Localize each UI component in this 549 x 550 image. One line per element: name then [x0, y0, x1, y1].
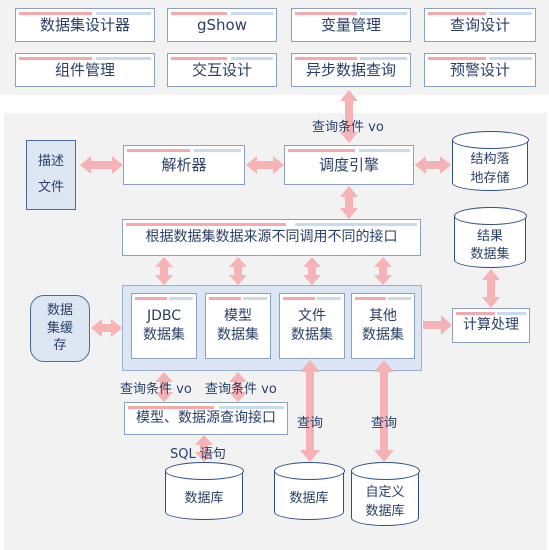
arrow-datasets-compute — [423, 315, 452, 335]
module-variable-management[interactable]: 变量管理 — [291, 8, 411, 42]
file-dataset-label: 文件 数据集 — [291, 308, 333, 343]
label-query-other: 查询 — [371, 416, 398, 431]
arrow-other-db3 — [374, 360, 394, 462]
arrow-async-scheduler — [340, 90, 358, 143]
arrow-interface-jdbc — [155, 257, 173, 285]
arrow-interface-other — [374, 257, 392, 285]
model-dataset-label: 模型 数据集 — [217, 308, 259, 343]
arrow-interface-model — [229, 257, 247, 285]
describe-file: 描述 文件 — [26, 140, 76, 210]
model-dataset: 模型 数据集 — [205, 293, 271, 359]
module-gshow[interactable]: gShow — [167, 8, 277, 42]
compute-box: 计算处理 — [452, 308, 530, 343]
arrow-queryif-db1 — [195, 435, 213, 462]
module-query-design[interactable]: 查询设计 — [424, 8, 536, 42]
arrow-scheduler-interface — [340, 186, 358, 219]
arrow-parser-scheduler — [246, 156, 284, 174]
dataset-cache: 数据 集缓 存 — [30, 295, 90, 362]
result-dataset-label: 结果 数据集 — [470, 228, 510, 262]
custom-database-cylinder: 自定义 数据库 — [350, 462, 420, 526]
other-dataset: 其他 数据集 — [351, 293, 415, 359]
label-query-file: 查询 — [297, 416, 324, 431]
arrow-scheduler-storage — [415, 156, 451, 174]
describe-file-label: 描述 文件 — [37, 154, 64, 195]
module-async-query[interactable]: 异步数据查询 — [291, 53, 411, 87]
arrow-file-db2 — [300, 360, 320, 462]
custom-database-label: 自定义 数据库 — [365, 485, 405, 519]
module-interaction-design[interactable]: 交互设计 — [167, 53, 277, 87]
module-dataset-designer[interactable]: 数据集设计器 — [15, 8, 155, 42]
dataset-cache-label: 数据 集缓 存 — [46, 303, 73, 354]
interface-box: 根据数据集数据来源不同调用不同的接口 — [122, 219, 421, 256]
arrow-jdbc-queryif — [155, 372, 173, 402]
scheduler-box: 调度引擎 — [284, 145, 414, 185]
arrow-interface-file — [303, 257, 321, 285]
arrow-compute-result — [482, 269, 500, 308]
database-2-cylinder: 数据库 — [273, 462, 345, 520]
arrow-model-queryif — [229, 372, 247, 402]
label-query-vo-top: 查询条件 vo — [312, 120, 384, 135]
jdbc-dataset-label: JDBC 数据集 — [143, 308, 185, 343]
arrow-file-parser — [80, 156, 123, 174]
structured-storage-cylinder: 结构落 地存储 — [451, 131, 529, 191]
result-dataset-cylinder: 结果 数据集 — [453, 207, 527, 268]
arrow-cache-datasets — [91, 319, 122, 337]
label-sql: SQL 语句 — [170, 447, 226, 462]
jdbc-dataset: JDBC 数据集 — [131, 293, 197, 359]
module-component-management[interactable]: 组件管理 — [15, 53, 155, 87]
other-dataset-label: 其他 数据集 — [362, 308, 404, 343]
structured-storage-label: 结构落 地存储 — [470, 152, 510, 186]
label-query-vo-right: 查询条件 vo — [205, 382, 277, 397]
parser-box: 解析器 — [123, 145, 245, 185]
database-1-label: 数据库 — [184, 491, 224, 507]
database-2-label: 数据库 — [289, 491, 329, 507]
database-1-cylinder: 数据库 — [164, 462, 244, 520]
module-alert-design[interactable]: 预警设计 — [424, 53, 536, 87]
label-query-vo-left: 查询条件 vo — [120, 382, 192, 397]
query-interface-box: 模型、数据源查询接口 — [124, 402, 288, 435]
file-dataset: 文件 数据集 — [279, 293, 345, 359]
